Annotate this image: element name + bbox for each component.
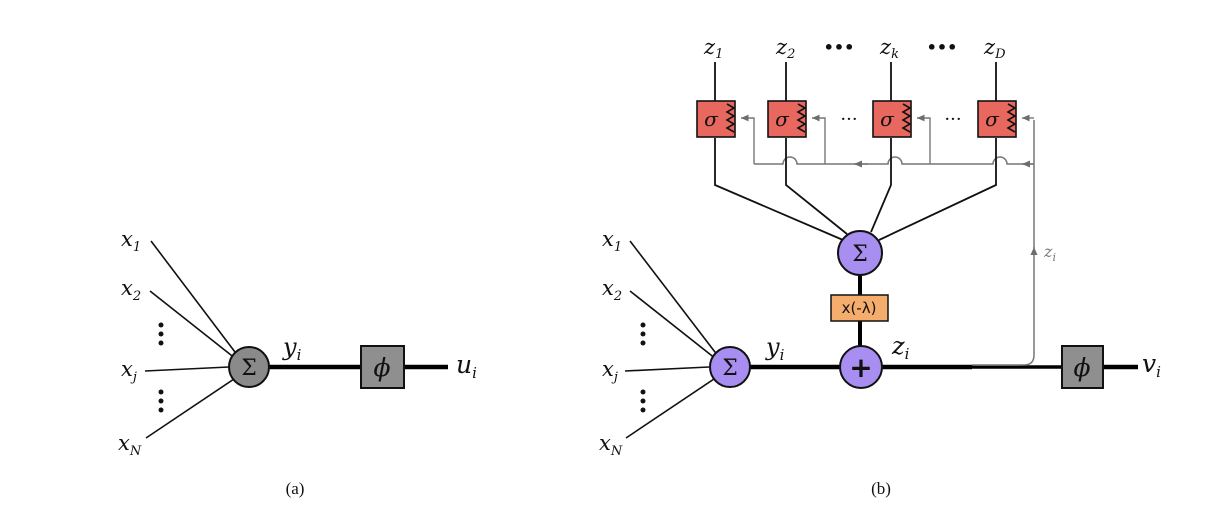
top-label-zd: zD [983, 35, 1006, 62]
sum-symbol: Σ [241, 356, 257, 381]
activation-symbol: ϕ [1073, 353, 1090, 382]
scale-label: x(-λ) [842, 299, 877, 317]
input-xn: xN [118, 431, 142, 459]
top-label-z1: z1 [703, 35, 723, 62]
label-yi: yi [765, 333, 785, 364]
input-edge [624, 366, 710, 372]
input-edge [150, 240, 239, 357]
panel-a: x1 x2 xj xN Σ yi ϕ ui (a) [118, 227, 477, 498]
sigma-to-sum-k [870, 138, 892, 233]
vertical-ellipsis [158, 322, 164, 413]
input-edge [629, 290, 717, 360]
sigma-symbol: σ [880, 107, 895, 131]
feedback-up-line [972, 247, 1038, 366]
input-edge [629, 240, 719, 357]
sigma-to-sum-2 [785, 138, 848, 235]
input-sum-node [709, 346, 751, 388]
top-label-z2: z2 [775, 35, 795, 62]
label-zi: zi [891, 332, 910, 363]
sum-node [228, 346, 270, 388]
inhibition-sum-node [837, 230, 883, 276]
caption-b: (b) [871, 479, 891, 498]
input-edge [145, 378, 235, 439]
feedback-label-zi: zi [1043, 242, 1056, 264]
sigma-box-k: σ [872, 100, 912, 138]
caption-a: (a) [286, 479, 305, 498]
plus-symbol: + [849, 351, 872, 384]
feed-to-sigma-2 [812, 114, 826, 164]
input-xj: xj [121, 357, 137, 385]
row-ellipsis: ··· [840, 109, 857, 130]
sigma-box-2: σ [767, 100, 807, 138]
row-ellipsis: ··· [944, 109, 961, 130]
sum-symbol: Σ [722, 356, 738, 381]
watermark-fade [910, 466, 1206, 518]
output-vi: vi [1142, 349, 1161, 381]
top-ellipsis: ••• [824, 38, 855, 57]
input-xj: xj [602, 357, 618, 385]
input-x1: x1 [602, 227, 622, 255]
input-x2: x2 [602, 276, 622, 304]
sigma-to-sum-d [878, 138, 997, 241]
top-ellipsis: ••• [927, 38, 958, 57]
input-xn: xN [599, 431, 623, 459]
scale-box [830, 294, 889, 322]
input-edge [144, 366, 230, 372]
input-x1: x1 [121, 227, 141, 255]
input-edge [149, 290, 237, 360]
sigma-box-1: σ [696, 100, 736, 138]
sigma-symbol: σ [704, 107, 719, 131]
feedback-bus [754, 156, 1034, 165]
sigma-symbol: σ [985, 107, 1000, 131]
feed-to-sigma-k [917, 114, 931, 164]
input-x2: x2 [121, 276, 141, 304]
inner-sum-symbol: Σ [852, 242, 868, 267]
feed-to-sigma-1 [741, 114, 755, 164]
vertical-ellipsis [640, 322, 646, 413]
panel-b: x1 x2 xj xN Σ yi + zi x(-λ) ϕ vi [599, 35, 1161, 498]
activation-box [1061, 345, 1104, 389]
plus-node [839, 345, 883, 389]
top-label-zk: zk [879, 35, 899, 62]
label-yi: yi [282, 333, 302, 364]
sigma-box-d: σ [977, 100, 1017, 138]
sigma-symbol: σ [775, 107, 790, 131]
output-ui: ui [456, 350, 477, 382]
input-edge [625, 378, 715, 439]
activation-symbol: ϕ [373, 353, 390, 382]
sigma-to-sum-1 [714, 138, 844, 241]
activation-box [360, 345, 405, 389]
